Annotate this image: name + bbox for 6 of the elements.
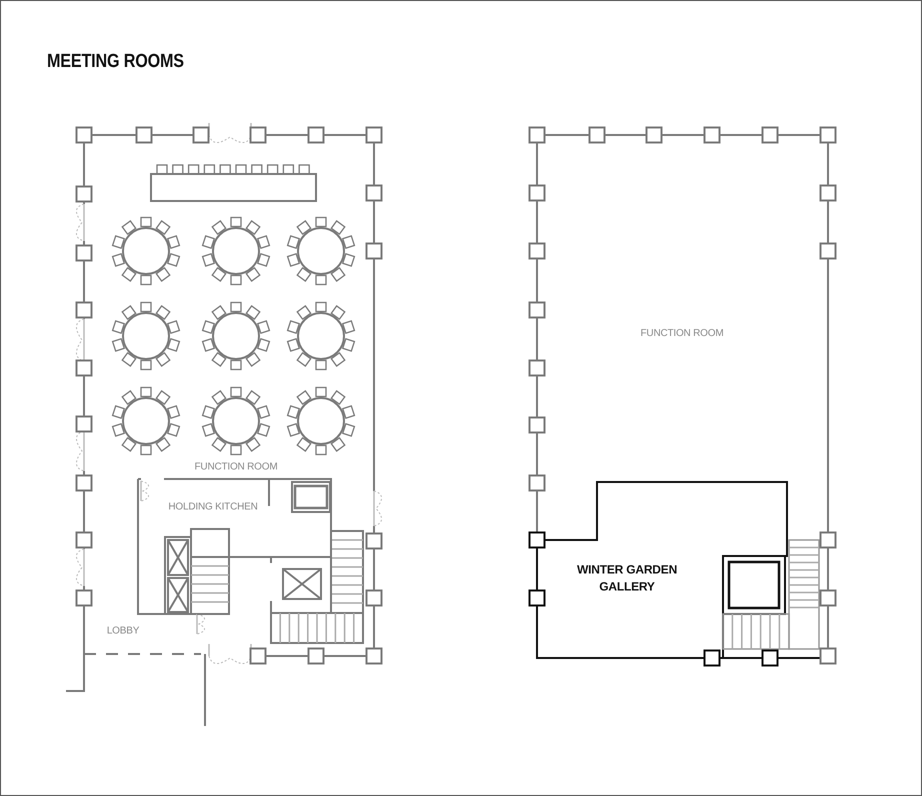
room-label: HOLDING KITCHEN [168,502,258,512]
room-label: FUNCTION ROOM [640,326,724,341]
room-label: LOBBY [106,626,140,636]
room-label: WINTER GARDEN GALLERY [576,562,678,596]
room-label: FUNCTION ROOM [194,462,278,472]
page-title: MEETING ROOMS [47,51,184,73]
